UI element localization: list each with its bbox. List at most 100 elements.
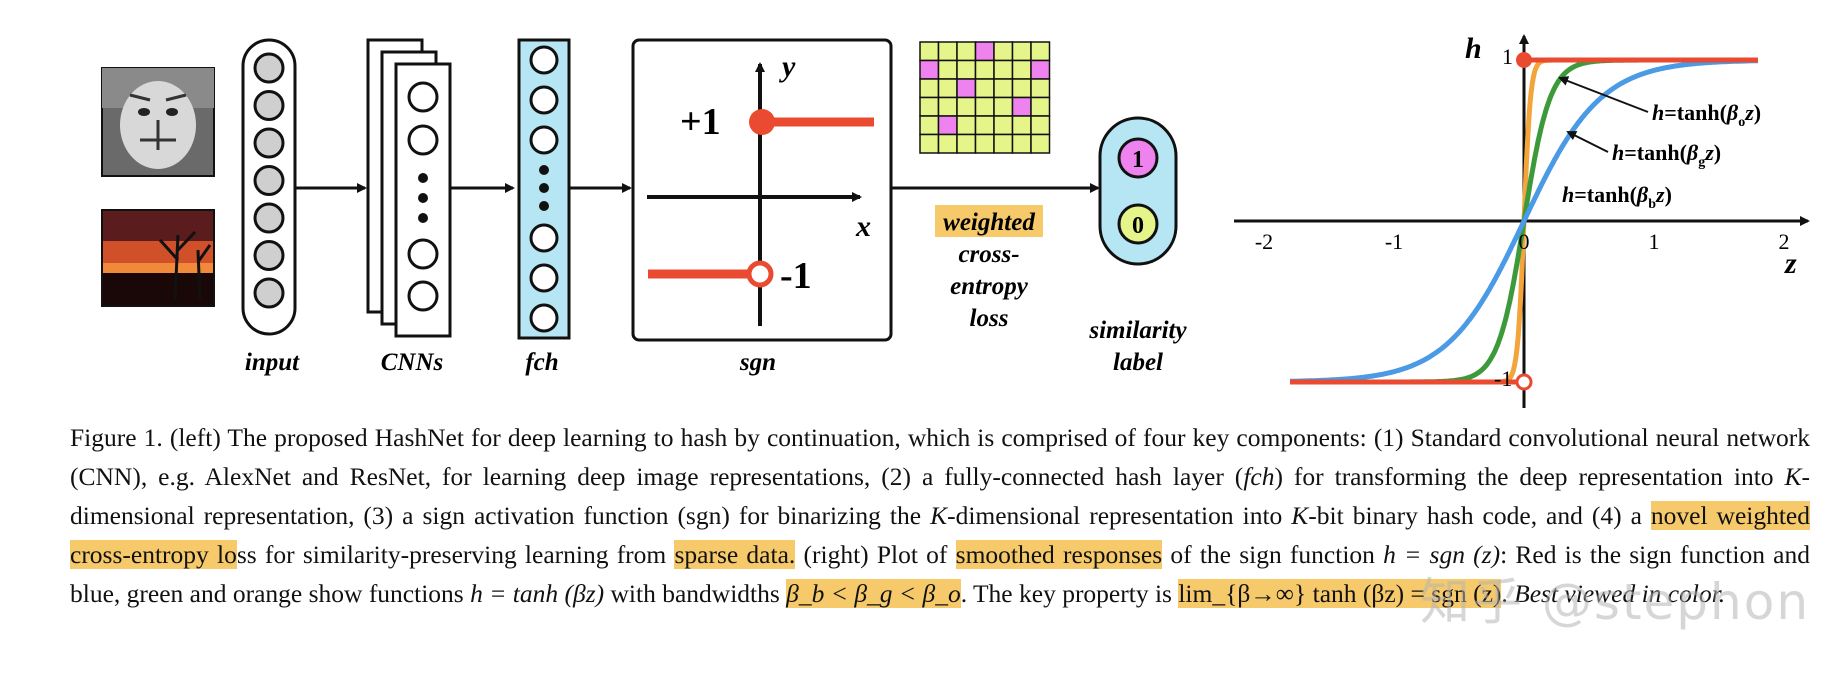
grid-cell <box>1011 133 1032 154</box>
fch-node <box>529 223 559 253</box>
cap-s3: -dimensional representation, (3) a sign … <box>70 462 1811 530</box>
series-line <box>1290 58 1758 384</box>
loss-label-entropy: entropy <box>950 273 1029 300</box>
tiger-image <box>101 67 215 177</box>
grid-cell <box>919 41 940 62</box>
grid-cell <box>993 41 1014 62</box>
grid-cell <box>974 115 995 136</box>
grid-cell <box>956 96 977 117</box>
input-node <box>253 277 285 309</box>
grid-cell <box>1030 115 1051 136</box>
grid-cell <box>1030 41 1051 62</box>
grid-cell <box>937 96 958 117</box>
grid-cell <box>1011 115 1032 136</box>
cap-s7: (right) Plot of <box>795 540 956 569</box>
grid-cell <box>956 115 977 136</box>
similarity-label-2: label <box>1113 349 1163 376</box>
x-axis-label: z <box>1784 247 1797 280</box>
input-node <box>253 127 285 159</box>
cap-hl3: smoothed responses <box>955 540 1163 569</box>
cnns-label: CNNs <box>381 349 444 376</box>
grid-cell <box>974 96 995 117</box>
loss-label-weighted: weighted <box>943 209 1035 236</box>
grid-cell <box>937 133 958 154</box>
grid-cell <box>937 59 958 80</box>
grid-cell <box>956 41 977 62</box>
grid-cell <box>956 78 977 99</box>
cap-hl2: sparse data. <box>674 540 796 569</box>
cap-s12: . <box>1501 579 1515 608</box>
cap-s1: Figure 1. (left) The proposed HashNet fo… <box>70 423 1810 491</box>
x-tick-label: -2 <box>1255 229 1273 254</box>
cap-eq2: h = tanh (βz) <box>470 579 605 608</box>
grid-cell <box>1011 41 1032 62</box>
input-node <box>253 52 285 84</box>
fch-dot <box>539 165 549 175</box>
cap-K2: K <box>930 501 948 530</box>
similarity-label-box: 1 0 <box>1098 116 1178 266</box>
cap-K3: K <box>1291 501 1309 530</box>
y-axis-label: h <box>1465 32 1482 65</box>
series-line <box>1290 57 1758 385</box>
grid-cell <box>1030 96 1051 117</box>
sim-zero: 0 <box>1132 213 1144 239</box>
input-node <box>253 202 285 234</box>
grid-cell <box>974 133 995 154</box>
grid-cell <box>974 41 995 62</box>
grid-cell <box>919 78 940 99</box>
input-label: input <box>245 349 300 376</box>
sgn-axis-y: y <box>779 50 796 83</box>
grid-cell <box>919 115 940 136</box>
cap-s10: with bandwidths <box>604 579 787 608</box>
grid-cell <box>956 59 977 80</box>
x-tick-label: 0 <box>1519 229 1530 254</box>
grid-cell <box>1030 78 1051 99</box>
grid-cell <box>919 59 940 80</box>
y-tick-label: -1 <box>1494 366 1512 391</box>
x-tick-label: 1 <box>1649 229 1660 254</box>
sgn-box: y x +1 -1 <box>631 38 893 342</box>
grid-cell <box>937 115 958 136</box>
grid-cell <box>974 78 995 99</box>
grid-cell <box>1011 96 1032 117</box>
loss-label-cross: cross- <box>958 241 1019 268</box>
grid-cell <box>993 115 1014 136</box>
figure-caption: Figure 1. (left) The proposed HashNet fo… <box>70 418 1811 613</box>
fch-node <box>529 125 559 155</box>
cap-fch: fch <box>1243 462 1275 491</box>
fch-dot <box>539 201 549 211</box>
sgn-minus-one: -1 <box>780 255 812 297</box>
fch-layer <box>517 38 571 340</box>
fch-node <box>529 263 559 293</box>
cap-s9: : Red is the sign function and blue, gre… <box>70 540 1810 608</box>
fch-node <box>529 303 559 333</box>
fch-node <box>529 85 559 115</box>
input-layer <box>241 38 297 336</box>
grid-cell <box>1030 59 1051 80</box>
loss-grid <box>919 41 1051 154</box>
y-tick-label: 1 <box>1502 44 1513 69</box>
cap-s4: -dimensional representation into <box>947 501 1292 530</box>
annot-green: h=tanh(βgz) <box>1612 140 1721 170</box>
grid-cell <box>919 133 940 154</box>
fch-dot <box>539 183 549 193</box>
sgn-plus-one: +1 <box>680 101 721 143</box>
grid-cell <box>1011 59 1032 80</box>
annot-orange: h=tanh(βoz) <box>1652 100 1761 130</box>
cnn-stack <box>366 38 452 338</box>
grid-cell <box>937 78 958 99</box>
loss-label-loss: loss <box>970 305 1009 332</box>
cap-eq1: h = sgn (z) <box>1383 540 1501 569</box>
grid-cell <box>1030 133 1051 154</box>
grid-cell <box>993 78 1014 99</box>
grid-cell <box>993 59 1014 80</box>
input-node <box>253 90 285 121</box>
grid-cell <box>956 133 977 154</box>
x-tick-label: 2 <box>1779 229 1790 254</box>
grid-cell <box>937 41 958 62</box>
grid-cell <box>974 59 995 80</box>
similarity-label-1: similarity <box>1088 317 1187 344</box>
x-tick-label: -1 <box>1385 229 1403 254</box>
sgn-axis-x: x <box>855 210 871 243</box>
